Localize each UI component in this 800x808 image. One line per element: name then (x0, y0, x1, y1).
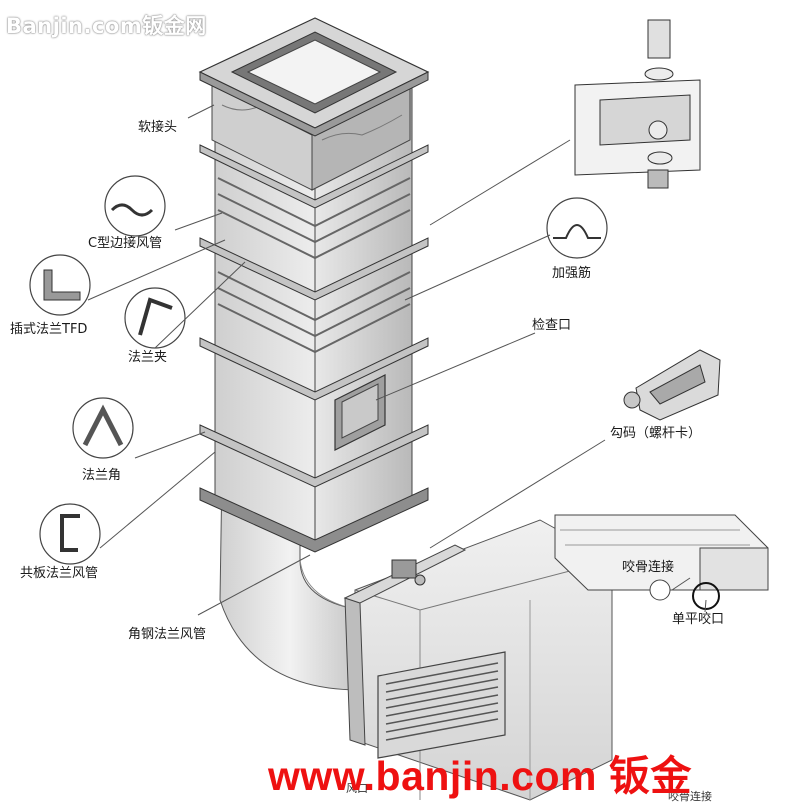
hook-clip-detail (623, 349, 721, 421)
top-flange (198, 17, 430, 137)
flange-rings (199, 144, 429, 553)
inspection-port-panel (334, 374, 386, 451)
stiffening-ribs (217, 177, 411, 353)
seam-detail (554, 514, 769, 610)
c-type-edge-icon (104, 175, 166, 237)
label-inspection-port: 检查口 (532, 318, 572, 333)
label-stiffening-rib: 加强筋 (552, 266, 592, 281)
label-angle-steel-flange-duct: 角钢法兰风管 (128, 627, 207, 642)
flange-clip-icon (124, 287, 186, 349)
label-single-flat-seam: 单平咬口 (672, 612, 725, 627)
label-flange-clip: 法兰夹 (128, 350, 168, 365)
leader-lines (87, 104, 707, 616)
stiffening-rib-icon (546, 197, 608, 259)
watermark-bottom: www.banjin.com 钣金 (268, 753, 692, 799)
label-common-plate-flange-duct: 共板法兰风管 (20, 566, 99, 581)
insert-flange-icon (29, 254, 91, 316)
common-plate-icon (39, 503, 101, 565)
vertical-duct (214, 79, 413, 551)
label-insert-flange-tfd: 插式法兰TFD (10, 322, 88, 337)
label-seam-connection: 咬骨连接 (622, 560, 675, 575)
label-seam-connection-bottom: 咬骨连接 (668, 790, 712, 803)
label-flange-corner: 法兰角 (82, 468, 122, 483)
watermark-top: Banjin.com钣金网 (6, 14, 207, 38)
bolt-detail (574, 19, 701, 189)
label-c-type-edge-duct: C型边接风管 (88, 236, 163, 251)
label-soft-joint: 软接头 (138, 120, 178, 135)
label-hook-code-screw-clip: 勾码（螺杆卡） (610, 426, 702, 441)
flange-corner-icon (72, 397, 134, 459)
label-outlet-partial: 风口 (346, 782, 368, 795)
air-outlet-grille (377, 651, 506, 759)
